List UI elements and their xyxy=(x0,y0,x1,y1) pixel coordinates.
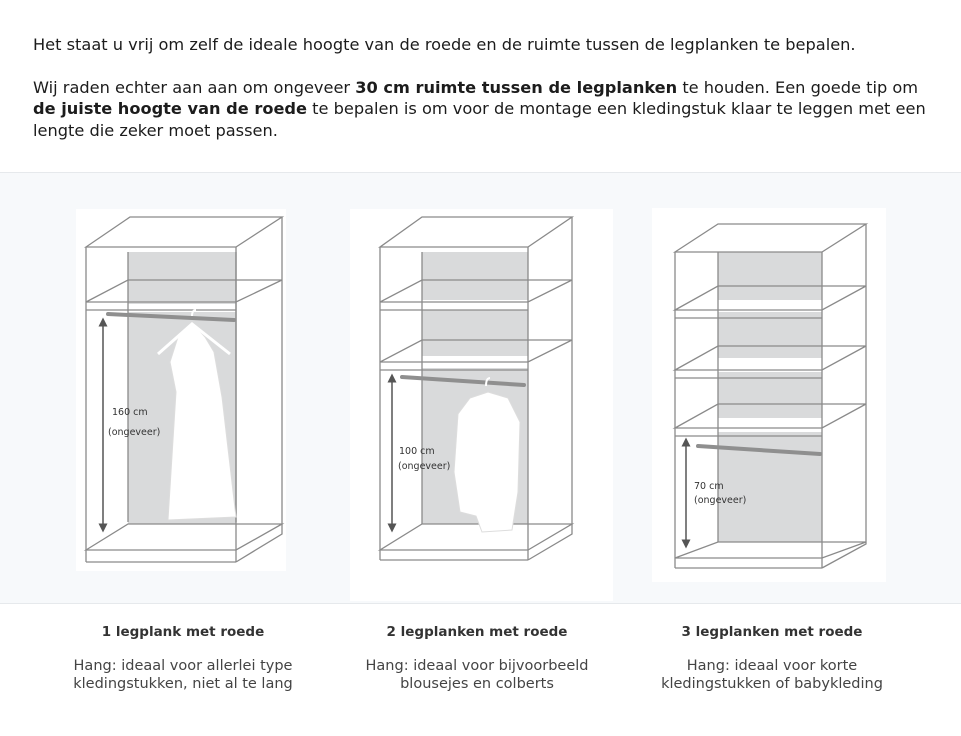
wardrobe-3-illustration: 70 cm (ongeveer) xyxy=(652,208,886,582)
shelf-gap-highlight: 30 cm ruimte tussen de legplanken xyxy=(355,77,678,97)
option-3-description: Hang: ideaal voor korte kledingstukken o… xyxy=(661,658,883,692)
option-1-caption: 1 legplank met roede Hang: ideaal voor a… xyxy=(53,624,313,693)
wardrobe-1-illustration: 160 cm (ongeveer) xyxy=(76,209,286,571)
back-panel xyxy=(422,310,528,356)
option-3-title: 3 legplanken met roede xyxy=(681,624,863,640)
back-panel xyxy=(422,252,528,300)
option-3-caption: 3 legplanken met roede Hang: ideaal voor… xyxy=(642,624,902,693)
option-1-description: Hang: ideaal voor allerlei type kledings… xyxy=(73,658,293,692)
height-measure: 160 cm xyxy=(112,407,148,418)
rod-height-highlight: de juiste hoogte van de roede xyxy=(33,99,308,118)
back-panel xyxy=(718,312,822,358)
back-panel xyxy=(718,372,822,418)
option-1-title: 1 legplank met roede xyxy=(101,624,265,640)
back-panel xyxy=(718,252,822,300)
height-measure: 100 cm xyxy=(399,446,435,457)
option-2-title: 2 legplanken met roede xyxy=(386,624,568,640)
height-measure: 70 cm xyxy=(694,481,724,492)
clothes-rod xyxy=(106,312,236,322)
option-2-caption: 2 legplanken met roede Hang: ideaal voor… xyxy=(347,624,607,693)
back-panel xyxy=(128,252,236,304)
height-qualifier: (ongeveer) xyxy=(108,427,160,438)
intro-paragraph-2: Wij raden echter aan aan om ongeveer 30 … xyxy=(33,77,926,140)
option-2-description: Hang: ideaal voor bijvoorbeeld blousejes… xyxy=(365,658,589,692)
back-panel xyxy=(718,432,822,542)
intro-line-1: Het staat u vrij om zelf de ideale hoogt… xyxy=(33,35,856,54)
dress-garment xyxy=(157,309,237,521)
height-qualifier: (ongeveer) xyxy=(694,495,746,506)
clothes-rod xyxy=(400,375,526,387)
height-qualifier: (ongeveer) xyxy=(398,461,450,472)
blouse-garment xyxy=(453,377,521,533)
intro-text: Het staat u vrij om zelf de ideale hoogt… xyxy=(33,34,938,141)
clothes-rod xyxy=(696,444,822,456)
wardrobe-2-illustration: 100 cm (ongeveer) xyxy=(350,209,613,601)
wardrobe-illustrations: 160 cm (ongeveer) 100 cm (ongeveer) xyxy=(76,208,886,601)
